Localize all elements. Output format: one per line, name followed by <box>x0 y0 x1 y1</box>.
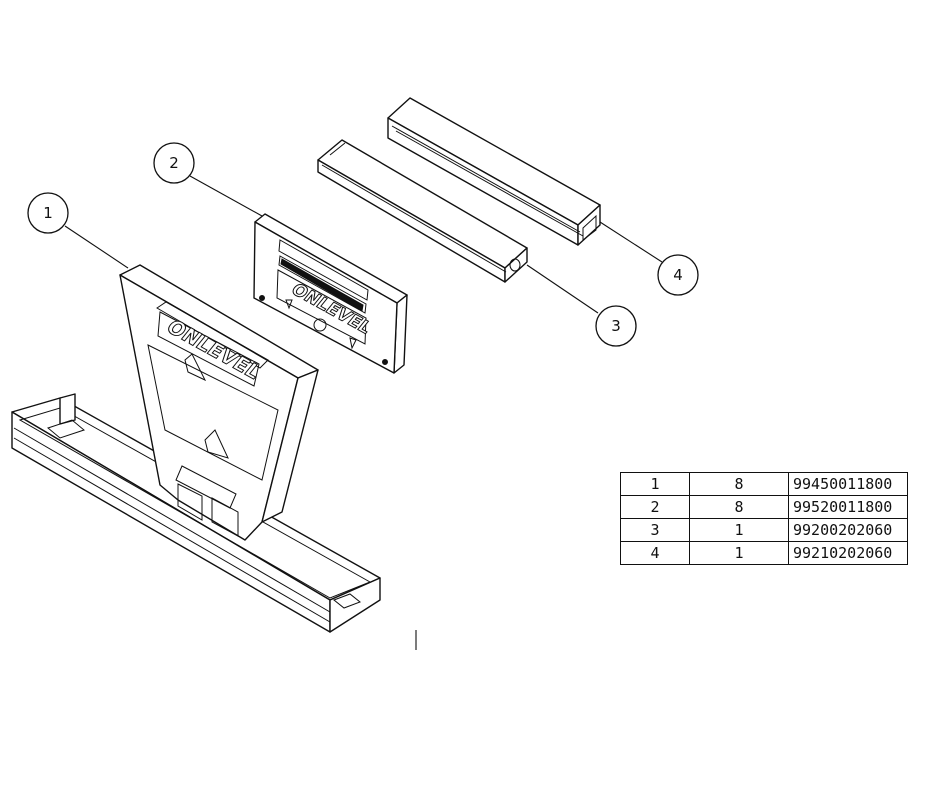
quantity-cell: 1 <box>689 518 789 542</box>
svg-text:4: 4 <box>673 266 683 284</box>
table-row: 3 1 99200202060 <box>620 518 908 542</box>
quantity-cell: 8 <box>689 495 789 519</box>
item-cell: 1 <box>620 472 690 496</box>
callout-1: 1 <box>27 192 69 234</box>
part-2-plate: ONLEVEL <box>253 213 408 374</box>
callout-4: 4 <box>657 254 699 296</box>
item-cell: 3 <box>620 518 690 542</box>
leader-line-1 <box>64 225 129 269</box>
leader-line-4 <box>599 221 663 263</box>
part-code-cell: 99200202060 <box>788 518 908 542</box>
quantity-cell: 1 <box>689 541 789 565</box>
svg-text:1: 1 <box>43 204 53 222</box>
svg-text:2: 2 <box>169 154 179 172</box>
part-code-cell: 99450011800 <box>788 472 908 496</box>
svg-text:3: 3 <box>611 317 621 335</box>
callout-2: 2 <box>153 142 195 184</box>
quantity-cell: 8 <box>689 472 789 496</box>
part-4-rail <box>387 97 601 246</box>
part-1-frame: ONLEVEL <box>119 264 319 541</box>
leader-line-2 <box>189 175 263 217</box>
parts-list-table: 1 8 99450011800 2 8 99520011800 3 1 9920… <box>620 472 908 565</box>
table-row: 1 8 99450011800 <box>620 472 908 496</box>
callout-3: 3 <box>595 305 637 347</box>
table-row: 2 8 99520011800 <box>620 495 908 519</box>
part-code-cell: 99520011800 <box>788 495 908 519</box>
table-row: 4 1 99210202060 <box>620 541 908 565</box>
part-3-rail <box>317 139 528 283</box>
item-cell: 4 <box>620 541 690 565</box>
part-code-cell: 99210202060 <box>788 541 908 565</box>
leader-line-3 <box>526 264 599 314</box>
item-cell: 2 <box>620 495 690 519</box>
